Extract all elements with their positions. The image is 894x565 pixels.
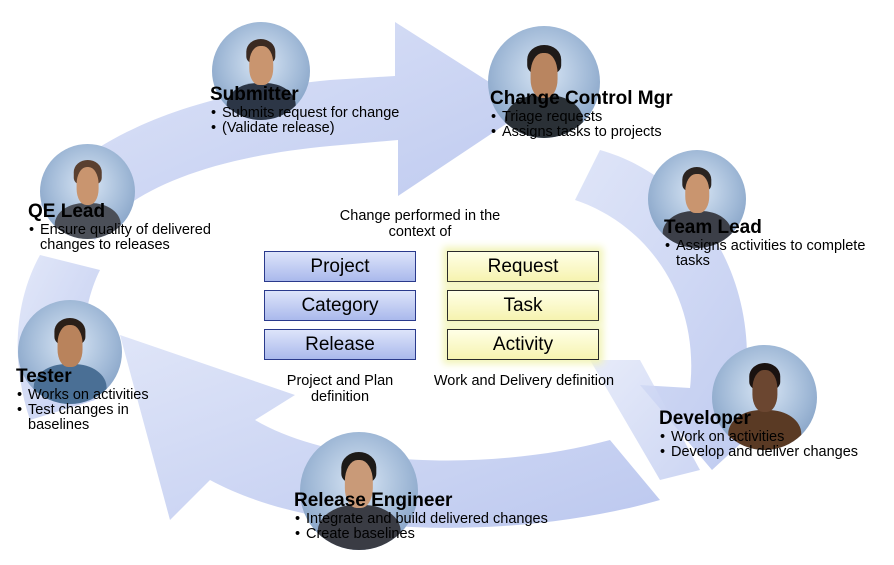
role-item: Triage requests xyxy=(490,110,673,126)
role-title: Tester xyxy=(16,366,72,387)
role-title: QE Lead xyxy=(28,201,106,222)
role-team-lead: Team Lead Assigns activities to complete… xyxy=(664,217,876,269)
cycle-arrow-bottom xyxy=(120,335,660,528)
role-item: Submits request for change xyxy=(210,106,410,122)
role-item: Work on activities xyxy=(659,430,881,446)
role-item: Integrate and build delivered changes xyxy=(294,512,548,528)
role-item: Assigns tasks to projects xyxy=(490,125,673,141)
role-item: Test changes in baselines xyxy=(16,403,188,433)
plan-box-release: Release xyxy=(264,329,416,360)
work-box-activity: Activity xyxy=(447,329,599,360)
role-title: Team Lead xyxy=(664,217,762,238)
work-box-request: Request xyxy=(447,251,599,282)
role-item: Works on activities xyxy=(16,388,188,404)
work-box-task: Task xyxy=(447,290,599,321)
work-caption: Work and Delivery definition xyxy=(433,373,615,389)
role-title: Change Control Mgr xyxy=(490,88,673,109)
role-title: Release Engineer xyxy=(294,490,453,511)
plan-caption: Project and Plan definition xyxy=(286,373,394,405)
role-item: Assigns activities to complete tasks xyxy=(664,239,876,269)
role-release-engineer: Release Engineer Integrate and build del… xyxy=(294,490,548,542)
submitter-photo xyxy=(212,22,310,120)
role-submitter: Submitter Submits request for change (Va… xyxy=(210,84,410,136)
center-heading: Change performed in the context of xyxy=(339,208,501,240)
role-item: Create baselines xyxy=(294,527,548,543)
role-change-control-mgr: Change Control Mgr Triage requests Assig… xyxy=(490,88,673,140)
team-lead-photo xyxy=(648,150,746,248)
role-developer: Developer Work on activities Develop and… xyxy=(659,408,881,460)
plan-box-project: Project xyxy=(264,251,416,282)
role-item: (Validate release) xyxy=(210,121,410,137)
role-item: Ensure quality of delivered changes to r… xyxy=(28,223,226,253)
role-qe-lead: QE Lead Ensure quality of delivered chan… xyxy=(28,201,226,253)
role-item: Develop and deliver changes xyxy=(659,445,881,461)
role-title: Developer xyxy=(659,408,751,429)
role-title: Submitter xyxy=(210,84,299,105)
role-tester: Tester Works on activities Test changes … xyxy=(16,366,188,433)
plan-box-category: Category xyxy=(264,290,416,321)
